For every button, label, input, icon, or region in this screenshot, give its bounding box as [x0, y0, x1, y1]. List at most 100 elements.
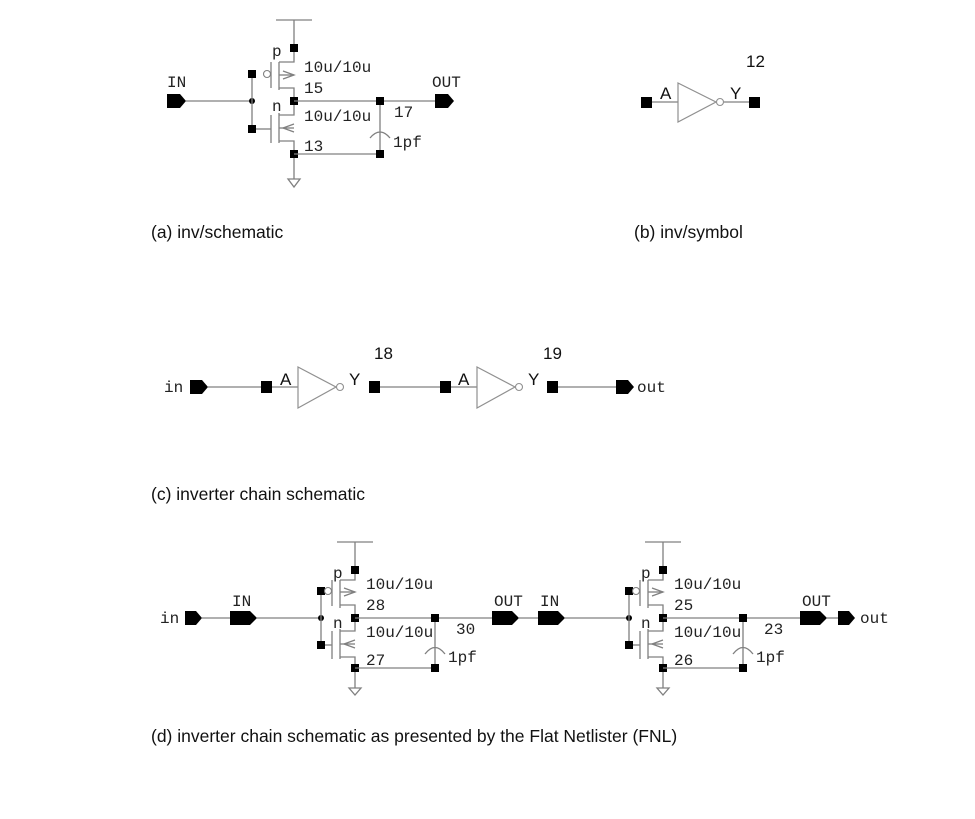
symbol-pin-a[interactable]: [641, 97, 652, 108]
pmos-gate-pin: [625, 587, 633, 595]
symbol-pin-y[interactable]: [749, 97, 760, 108]
pmos-drain-lead: [279, 87, 295, 97]
pmos-gate-pin: [248, 70, 256, 78]
nmos-drain-lead: [340, 622, 356, 632]
cap-bottom-pin: [431, 664, 439, 672]
stage-in-port-icon[interactable]: [538, 611, 565, 625]
inv1-triangle-icon: [297, 366, 338, 410]
chain-in-label: in: [164, 379, 183, 397]
cap-top-pin: [376, 97, 384, 105]
inv1-bubble-icon: [335, 382, 345, 392]
cap-bottom-pin: [739, 664, 747, 672]
out-node-label: 23: [764, 621, 783, 639]
inv2-pin-y[interactable]: [547, 381, 558, 393]
nmos-drain-lead: [279, 105, 295, 116]
inverter-transistor-schematic-a: IN p 10u/10u 15 17 OUT n 10u/10u: [167, 19, 461, 189]
pmos-size-label: 10u/10u: [674, 576, 741, 594]
cap-value-label: 1pf: [393, 134, 422, 152]
inverter-chain-c: in A Y 18 A Y 19 out: [164, 344, 666, 410]
stage-in-port-icon[interactable]: [230, 611, 257, 625]
stage-out-port-icon[interactable]: [800, 611, 827, 625]
fnl-in-port-icon[interactable]: [185, 611, 202, 625]
pmos-bubble-icon: [631, 586, 641, 596]
nmos-node-label: 27: [366, 652, 385, 670]
out-port-icon[interactable]: [435, 94, 454, 108]
caption-d: (d) inverter chain schematic as presente…: [151, 726, 677, 746]
pmos-drain-lead: [648, 604, 664, 614]
nmos-source-lead: [648, 656, 664, 664]
inv2-pin-y-label: Y: [528, 370, 539, 389]
nmos-arrow-icon: [650, 639, 664, 649]
fnl-out-port-icon[interactable]: [838, 611, 855, 625]
inv2-id: 19: [543, 344, 562, 363]
inverter-triangle-icon: [677, 82, 718, 123]
nmos-node-label: 26: [674, 652, 693, 670]
pmos-node-label: 28: [366, 597, 385, 615]
pmos-arrow-icon: [343, 587, 357, 597]
pmos-source-lead: [279, 52, 295, 63]
capacitor-icon: [732, 646, 754, 655]
cap-top-pin: [739, 614, 747, 622]
nmos-size-label: 10u/10u: [674, 624, 741, 642]
pmos-source-pin: [290, 44, 298, 52]
nmos-arrow-icon: [342, 639, 356, 649]
inv2-pin-a-label: A: [458, 370, 470, 389]
inv1-pin-y-label: Y: [349, 370, 360, 389]
pmos-source-pin: [659, 566, 667, 574]
stage-in-label: IN: [540, 593, 559, 611]
inv2-triangle-icon: [476, 366, 517, 410]
nmos-gate-pin: [317, 641, 325, 649]
pmos-type-label: p: [641, 565, 651, 583]
stage-out-label: OUT: [802, 593, 831, 611]
ground-icon: [347, 687, 363, 696]
pmos-source-pin: [351, 566, 359, 574]
nmos-source-lead: [340, 656, 356, 664]
nmos-type-label: n: [641, 615, 651, 633]
nmos-type-label: n: [272, 98, 282, 116]
pmos-source-lead: [340, 574, 356, 581]
nmos-type-label: n: [333, 615, 343, 633]
inv1-pin-a-label: A: [280, 370, 292, 389]
inverter-symbol-b: 12 A Y: [641, 52, 765, 123]
inv1-pin-a[interactable]: [261, 381, 272, 393]
cap-value-label: 1pf: [756, 649, 785, 667]
pmos-type-label: p: [333, 565, 343, 583]
caption-b: (b) inv/symbol: [634, 222, 743, 242]
out-port-label: OUT: [432, 74, 461, 92]
symbol-pin-a-label: A: [660, 84, 672, 103]
inv2-bubble-icon: [514, 382, 524, 392]
capacitor-icon: [369, 131, 391, 139]
nmos-gate-pin: [625, 641, 633, 649]
symbol-pin-y-label: Y: [730, 84, 741, 103]
stage-out-port-icon[interactable]: [492, 611, 519, 625]
in-port-icon[interactable]: [167, 94, 186, 108]
capacitor-icon: [424, 646, 446, 655]
fnl-out-label: out: [860, 610, 889, 628]
ground-icon: [655, 687, 671, 696]
nmos-gate-pin: [248, 125, 256, 133]
nmos-drain-lead: [648, 622, 664, 632]
chain-out-port-icon[interactable]: [616, 380, 634, 394]
symbol-instance-id: 12: [746, 52, 765, 71]
pmos-arrow-icon: [651, 587, 665, 597]
pmos-gate-pin: [317, 587, 325, 595]
cap-value-label: 1pf: [448, 649, 477, 667]
out-node-label: 30: [456, 621, 475, 639]
pmos-type-label: p: [272, 43, 282, 61]
pmos-node-label: 15: [304, 80, 323, 98]
stage-out-label: OUT: [494, 593, 523, 611]
cap-top-pin: [431, 614, 439, 622]
fnl-in-label: in: [160, 610, 179, 628]
inv1-pin-y[interactable]: [369, 381, 380, 393]
pmos-source-lead: [648, 574, 664, 581]
ground-icon: [286, 178, 302, 189]
pmos-size-label: 10u/10u: [304, 59, 371, 77]
cap-bottom-pin: [376, 150, 384, 158]
chain-out-label: out: [637, 379, 666, 397]
pmos-size-label: 10u/10u: [366, 576, 433, 594]
out-node-label: 17: [394, 104, 413, 122]
inv2-pin-a[interactable]: [440, 381, 451, 393]
chain-in-port-icon[interactable]: [190, 380, 208, 394]
